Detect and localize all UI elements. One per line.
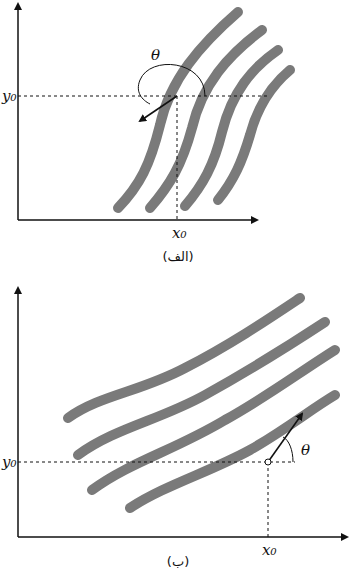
ridge-lines	[68, 298, 335, 508]
sample-point	[265, 459, 271, 465]
axes	[18, 290, 345, 537]
orientation-arrow	[138, 64, 205, 121]
axes	[18, 6, 255, 220]
axis-value: x₀	[262, 543, 276, 558]
axis-value: y₀	[2, 89, 17, 104]
panel-caption: (الف)	[162, 250, 193, 263]
angle-symbol: θ	[300, 442, 311, 459]
axis-value: y₀	[2, 455, 17, 470]
orientation-arrow	[268, 414, 302, 462]
axis-value: x₀	[172, 226, 186, 241]
angle-symbol: θ	[150, 47, 161, 64]
ridge-lines	[118, 12, 290, 208]
panel-caption: (ب)	[167, 555, 189, 568]
guide-lines	[18, 96, 270, 220]
guide-lines	[18, 462, 295, 537]
